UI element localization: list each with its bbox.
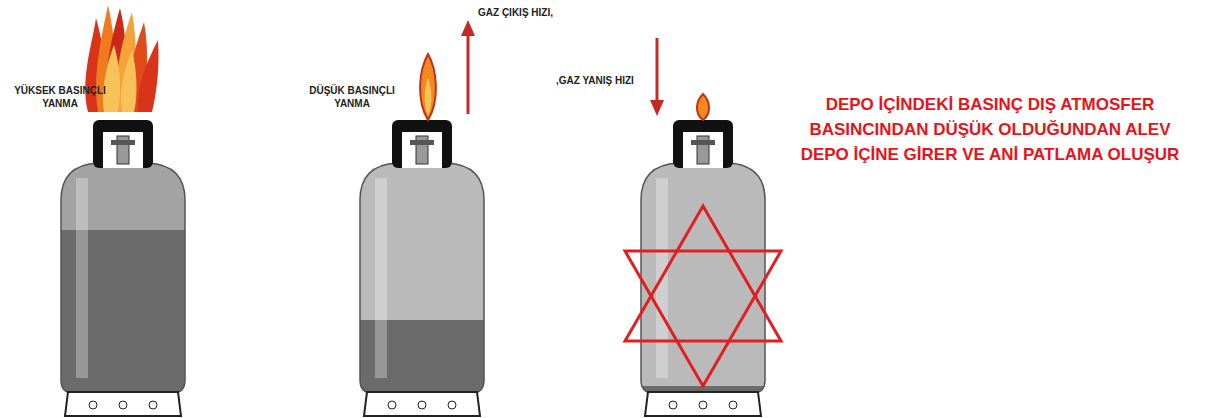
foot-ring [645,392,761,416]
burn-speed-arrow [656,38,659,104]
valve-handle [410,140,434,145]
arrow-head [461,20,475,36]
foot-hole [669,401,677,409]
foot-hole [388,401,396,409]
foot-hole [119,401,127,409]
valve-handle [111,140,135,145]
valve-guard [673,120,733,168]
valve-window [402,132,442,168]
arrow-head [650,100,664,116]
valve-window [103,132,143,168]
cylinder-outline [360,163,484,393]
gas-exit-arrow [467,32,470,114]
arrow-label: GAZ ÇIKIŞ HIZI, [478,6,618,19]
foot-hole [149,401,157,409]
low-pressure-flame [420,54,436,120]
foot-hole [418,401,426,409]
foot-hole [729,401,737,409]
flame-label: DÜŞÜK BASINÇLI YANMA [306,84,398,110]
foot-ring [65,392,181,416]
flame-core [425,78,432,116]
cylinder-outline [61,163,185,393]
flame-strand [138,40,159,112]
foot-hole [699,401,707,409]
explosion-star [625,251,781,386]
valve-window [683,132,723,168]
explosion-star [625,206,781,341]
gas-cylinder [61,120,185,418]
gas-cylinder [360,120,484,418]
valve-guard [392,120,452,168]
foot-hole [448,401,456,409]
valve-guard [93,120,153,168]
cylinder-outline [641,163,765,393]
highlight [76,178,88,378]
liquid-level [641,386,765,416]
foot-ring [364,392,480,416]
arrow-label: ,GAZ YANIŞ HIZI [556,74,696,87]
valve-handle [691,140,715,145]
flashback-flame [697,94,709,120]
gas-cylinder [641,120,765,416]
flame-label: YÜKSEK BASINÇLI YANMA [14,84,106,110]
highlight [375,178,387,378]
flame-core [121,50,137,112]
cylinder-body [641,163,765,393]
flame-core [103,45,120,112]
foot-hole [89,401,97,409]
warning-note: DEPO İÇİNDEKİ BASINÇ DIŞ ATMOSFER BASINC… [790,92,1190,167]
